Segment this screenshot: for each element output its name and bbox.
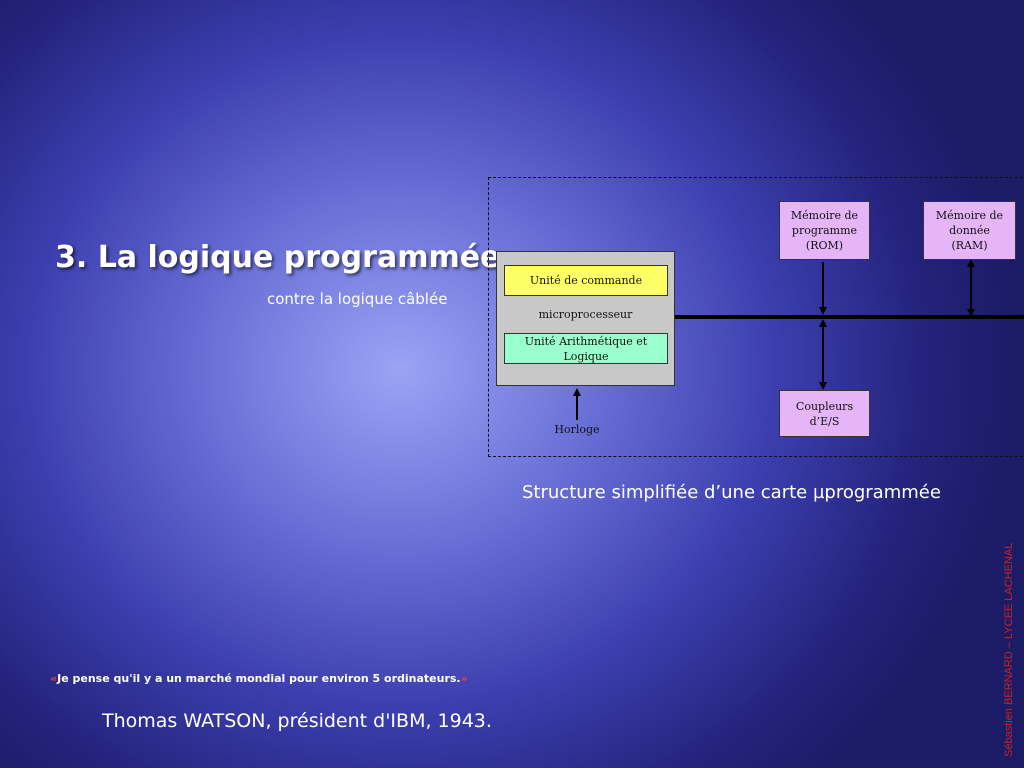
slide-title: 3. La logique programmée: [55, 240, 501, 275]
quote: «Je pense qu'il y a un marché mondial po…: [50, 672, 468, 685]
couplers-line-2: d’E/S: [809, 414, 840, 428]
alu-box: Unité Arithmétique et Logique: [504, 333, 668, 364]
clock-label: Horloge: [554, 423, 600, 436]
rom-line-1: Mémoire de: [790, 209, 859, 222]
rom-box: Mémoire de programme (ROM): [779, 201, 870, 260]
quote-author: Thomas WATSON, président d'IBM, 1943.: [102, 710, 492, 732]
io-couplers-box: Coupleurs d’E/S: [779, 390, 870, 437]
control-unit-box: Unité de commande: [504, 265, 668, 296]
quote-open-mark: «: [50, 672, 58, 685]
ram-line-3: (RAM): [951, 239, 988, 252]
diagram-caption: Structure simplifiée d’une carte µprogra…: [522, 482, 941, 503]
ram-box: Mémoire de donnée (RAM): [923, 201, 1016, 260]
rom-line-2: programme: [791, 224, 858, 237]
quote-close-mark: »: [460, 672, 468, 685]
slide-subtitle: contre la logique câblée: [267, 290, 448, 308]
rom-line-3: (ROM): [805, 239, 844, 252]
quote-text: Je pense qu'il y a un marché mondial pou…: [57, 672, 461, 685]
ram-line-2: donnée: [949, 224, 990, 237]
card-boundary: [488, 177, 1024, 457]
ram-line-1: Mémoire de: [935, 209, 1004, 222]
couplers-line-1: Coupleurs: [795, 399, 854, 413]
microprocessor-label: microprocesseur: [538, 308, 633, 321]
author-credit: Sébastien BERNARD – LYCEE LACHENAL: [1003, 542, 1015, 757]
